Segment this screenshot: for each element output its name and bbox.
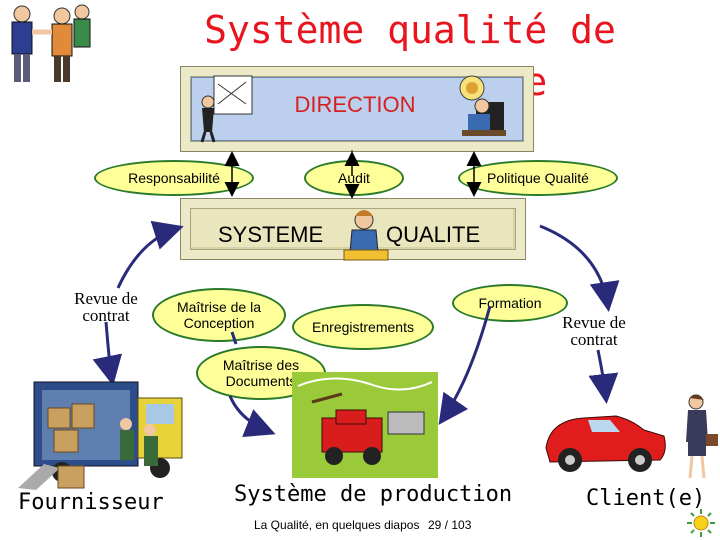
direction-label: DIRECTION (294, 92, 416, 117)
manager-at-desk-icon (459, 75, 506, 136)
drafting-figure-icon (200, 75, 253, 143)
systeme-label: SYSTEME (218, 222, 324, 247)
maitrise-conception-oval: Maîtrise de la Conception (152, 288, 286, 342)
red-car-icon (545, 415, 666, 472)
footer-page: 29 / 103 (428, 518, 472, 532)
delivery-truck-icon (18, 381, 183, 490)
enregistrements-oval: Enregistrements (292, 304, 434, 350)
systeme-production-label: Système de production (234, 482, 513, 507)
maitrise-documents-label: Maîtrise des Documents (222, 357, 300, 389)
politique-qualite-oval: Politique Qualité (458, 160, 618, 196)
revue-contrat-right: Revue de contrat (562, 313, 626, 349)
fournisseur-label: Fournisseur (18, 490, 164, 515)
production-scene-icon (292, 372, 438, 478)
maitrise-conception-label: Maîtrise de la Conception (176, 299, 262, 331)
client-label: Client(e) (586, 486, 706, 511)
sun-icon (687, 509, 715, 537)
footer-text: La Qualité, en quelques diapos (254, 518, 420, 532)
quality-worker-icon (343, 210, 389, 261)
businessmen-handshake-icon (11, 4, 91, 82)
qualite-label: QUALITE (386, 222, 481, 247)
businesswoman-icon (686, 394, 718, 479)
formation-oval: Formation (452, 284, 568, 322)
revue-contrat-left: Revue de contrat (74, 289, 138, 325)
